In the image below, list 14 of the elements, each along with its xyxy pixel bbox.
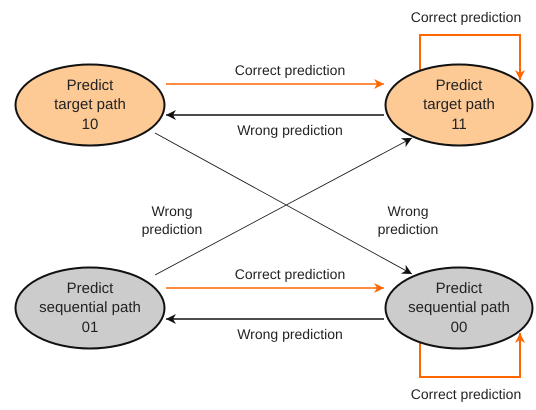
state-label: Predict target path 11 bbox=[422, 76, 496, 134]
arrow bbox=[166, 110, 384, 120]
arrow bbox=[166, 283, 384, 293]
state-ellipse bbox=[384, 63, 534, 147]
arrow bbox=[166, 314, 384, 324]
arrow bbox=[419, 34, 525, 80]
state-ellipse bbox=[14, 63, 166, 147]
state-label: Predict sequential path 00 bbox=[407, 278, 511, 338]
arrow bbox=[419, 333, 525, 378]
state-ellipse bbox=[384, 266, 534, 350]
state-ellipse bbox=[14, 266, 166, 350]
state-label: Predict sequential path 01 bbox=[38, 278, 142, 338]
state-label: Predict target path 10 bbox=[53, 76, 127, 134]
arrow bbox=[166, 79, 384, 89]
